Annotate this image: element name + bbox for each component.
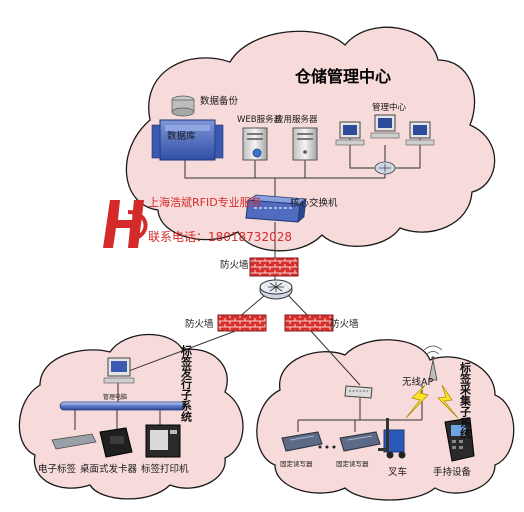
lan-bar-icon: [59, 401, 186, 411]
forklift-icon: [378, 418, 406, 459]
app-server-icon: [292, 127, 318, 161]
firewall-right-icon: [284, 314, 334, 332]
forklift-label: 叉车: [388, 466, 407, 478]
issuing-system-title: 标签发行子系统: [180, 344, 194, 423]
company-logo-icon: [103, 200, 148, 248]
label-printer-icon: [145, 424, 181, 458]
management-pc-icon: [405, 121, 435, 146]
management-pc-icon: [370, 114, 400, 139]
web-server-icon: [242, 127, 268, 161]
firewall-right-label: 防火墙: [330, 318, 359, 330]
database-label: 数据库: [167, 130, 196, 142]
desktop-card-issuer-icon: [99, 427, 133, 458]
handheld-label: 手持设备: [433, 466, 472, 478]
watermark-phone: 联系电话：18018732028: [148, 230, 292, 244]
issuing-site-cloud: [18, 333, 244, 500]
database-icon: [151, 95, 224, 161]
fixed-reader-icon: [281, 431, 323, 452]
label-printer-label: 标签打印机: [141, 463, 189, 475]
card-issuer-label: 桌面式发卡器: [80, 463, 138, 475]
wireless-ap-label: 无线AP: [402, 376, 433, 388]
fixed-reader-1-label: 固定读写器: [280, 459, 313, 468]
core-switch-label: 核心交换机: [290, 197, 338, 209]
web-server-label: WEB服务器: [237, 114, 283, 125]
site-switch-icon: [344, 385, 373, 399]
rfid-tag-icon: [51, 433, 97, 450]
fixed-reader-icon: [339, 431, 381, 452]
issuing-pc-label: 管理电脑: [103, 393, 127, 401]
rfid-tag-label: 电子标签: [38, 463, 77, 475]
firewall-left-label: 防火墙: [185, 318, 214, 330]
fixed-reader-2-label: 固定读写器: [336, 459, 369, 468]
firewall-main-icon: [249, 257, 299, 277]
router-icon: [259, 279, 293, 300]
wireless-ap-icon: [423, 345, 443, 381]
backup-label: 数据备份: [200, 95, 239, 107]
issuing-pc-icon: [103, 357, 135, 384]
collection-system-title: 标签采集子系统: [459, 361, 473, 440]
watermark-company: 上海浩斌RFID专业服务: [148, 195, 262, 209]
handheld-terminal-icon: [444, 417, 475, 462]
datacenter-title: 仓储管理中心: [294, 67, 391, 86]
core-switch-icon: [245, 194, 307, 223]
network-links: [74, 138, 423, 432]
wireless-link-bolt-icon: [405, 384, 459, 419]
mgmt-center-label: 管理中心: [372, 102, 407, 113]
management-pc-icon: [335, 121, 365, 146]
app-server-label: 应用服务器: [275, 114, 318, 125]
hub-icon: [374, 161, 396, 175]
more-readers-dots: [318, 445, 336, 449]
firewall-left-icon: [217, 314, 267, 332]
firewall-main-label: 防火墙: [220, 259, 249, 271]
